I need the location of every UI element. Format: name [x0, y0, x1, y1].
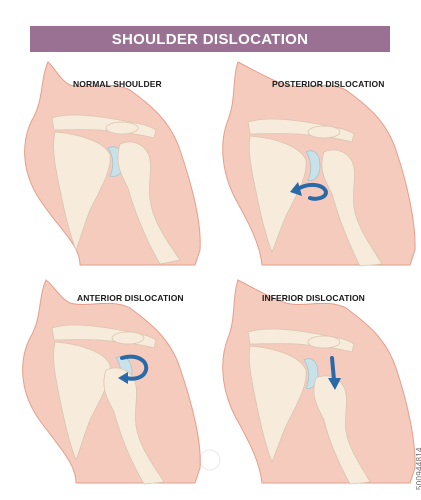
scapula [53, 341, 111, 462]
glenoid-cartilage [305, 150, 321, 181]
panel-label: ANTERIOR DISLOCATION [77, 293, 184, 303]
title-banner: SHOULDER DISLOCATION [30, 26, 390, 52]
panel-anterior-dislocation: ANTERIOR DISLOCATION [10, 278, 210, 488]
humerus-displaced [313, 375, 371, 485]
acromion [307, 125, 341, 139]
inferior-arrow-icon [330, 356, 336, 382]
posterior-dislocation-illustration [222, 61, 416, 267]
acromion [111, 331, 145, 345]
scapula [53, 131, 111, 252]
panel-label: INFERIOR DISLOCATION [262, 293, 365, 303]
acromion [307, 335, 341, 349]
inferior-dislocation-illustration [222, 279, 416, 485]
panel-inferior-dislocation: INFERIOR DISLOCATION [220, 278, 420, 488]
normal-shoulder-illustration [24, 61, 201, 266]
stock-id-watermark: 500944814 [415, 447, 421, 490]
panel-posterior-dislocation: POSTERIOR DISLOCATION [220, 60, 420, 270]
humerus-displaced [103, 367, 165, 485]
panel-normal-shoulder: NORMAL SHOULDER [10, 60, 210, 270]
scapula [248, 135, 307, 254]
humerus [117, 141, 181, 265]
page-title: SHOULDER DISLOCATION [111, 30, 309, 48]
scapula [248, 345, 307, 464]
acromion [105, 121, 139, 135]
humerus-displaced [321, 149, 383, 267]
anterior-arrow-icon [120, 354, 149, 381]
panel-label: NORMAL SHOULDER [73, 79, 162, 89]
anterior-dislocation-illustration [22, 279, 201, 485]
posterior-arrow-icon [294, 183, 329, 201]
panel-label: POSTERIOR DISLOCATION [272, 79, 385, 89]
